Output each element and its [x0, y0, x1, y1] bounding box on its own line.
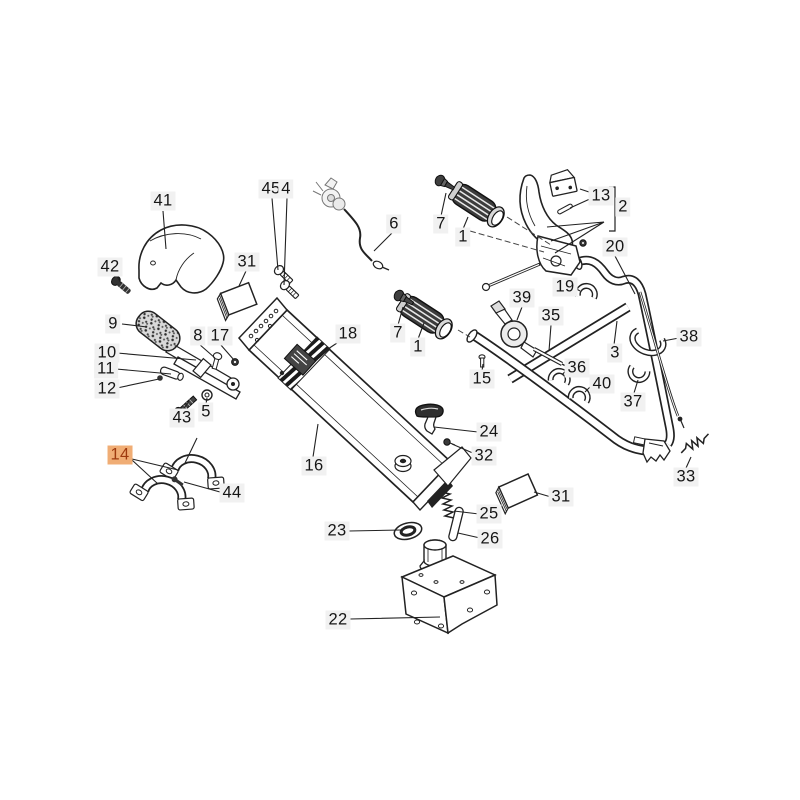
part-label-8[interactable]: 8: [190, 326, 206, 346]
part-label-26[interactable]: 26: [477, 529, 503, 549]
part-label-20[interactable]: 20: [602, 237, 628, 257]
part-label-42[interactable]: 42: [97, 257, 123, 277]
part-41-cover: [138, 224, 225, 294]
part-handlebar-left-leg: [466, 329, 651, 456]
part-label-7b[interactable]: 7: [390, 323, 406, 343]
part-label-33[interactable]: 33: [673, 467, 699, 487]
part-label-22[interactable]: 22: [325, 610, 351, 630]
part-label-4[interactable]: 4: [278, 179, 294, 199]
part-label-37[interactable]: 37: [620, 392, 646, 412]
part-label-23[interactable]: 23: [324, 521, 350, 541]
part-label-38[interactable]: 38: [676, 327, 702, 347]
part-label-17[interactable]: 17: [207, 326, 233, 346]
part-label-31b[interactable]: 31: [548, 487, 574, 507]
part-38-clamp-ring: [629, 327, 667, 357]
part-label-3[interactable]: 3: [607, 343, 623, 363]
part-label-6[interactable]: 6: [386, 214, 402, 234]
part-25-spring: [439, 491, 456, 519]
part-8-bolt: [211, 352, 223, 370]
part-13-switch-kit: [549, 168, 578, 215]
part-33-spring: [680, 433, 710, 454]
part-label-16[interactable]: 16: [301, 456, 327, 476]
part-throttle-cable: [638, 291, 685, 429]
part-44-screw: [171, 476, 184, 487]
part-31-pad-lower: [495, 473, 539, 516]
part-handlebar-end-serrated: [642, 438, 671, 464]
part-label-11[interactable]: 11: [94, 359, 118, 379]
part-label-39[interactable]: 39: [509, 288, 535, 308]
part-5-nut: [201, 389, 213, 401]
part-label-2[interactable]: 2: [615, 197, 631, 217]
part-22-support-bracket: [400, 539, 498, 635]
part-2-lever-assembly: [519, 174, 587, 276]
part-label-24[interactable]: 24: [476, 422, 502, 442]
part-label-36[interactable]: 36: [564, 358, 590, 378]
part-11-pin: [159, 366, 184, 381]
part-17-nut: [231, 358, 239, 366]
part-3-crossbar-tube: [507, 302, 631, 384]
part-label-12[interactable]: 12: [94, 379, 120, 399]
part-9-grip-knurled: [135, 310, 181, 352]
part-label-9[interactable]: 9: [105, 314, 121, 334]
part-16-handle-beam: [237, 296, 472, 512]
part-24-t-knob: [414, 403, 444, 435]
part-label-32[interactable]: 32: [471, 446, 497, 466]
part-label-13[interactable]: 13: [588, 186, 614, 206]
part-label-1a[interactable]: 1: [455, 227, 471, 247]
part-31-pad-upper: [216, 281, 258, 322]
part-label-1b[interactable]: 1: [410, 337, 426, 357]
part-label-31a[interactable]: 31: [234, 252, 260, 272]
part-6-cable-switch: [312, 177, 390, 271]
part-lever-bolt: [481, 262, 541, 292]
part-42-screw: [111, 275, 131, 294]
part-label-41[interactable]: 41: [150, 191, 176, 211]
part-label-45[interactable]: 45: [258, 179, 284, 199]
part-23-washer: [393, 521, 423, 541]
part-label-25[interactable]: 25: [476, 504, 502, 524]
part-26-pin: [448, 506, 464, 542]
assembly-axis-lines: [457, 216, 552, 338]
part-label-44[interactable]: 44: [219, 483, 245, 503]
part-label-18[interactable]: 18: [335, 324, 361, 344]
part-label-15[interactable]: 15: [469, 369, 495, 389]
part-label-19[interactable]: 19: [552, 277, 578, 297]
part-label-40[interactable]: 40: [589, 374, 615, 394]
part-label-35[interactable]: 35: [538, 306, 564, 326]
part-label-7a[interactable]: 7: [433, 214, 449, 234]
part-39-throttle-control: [490, 300, 538, 358]
part-label-43[interactable]: 43: [169, 408, 195, 428]
part-label-10[interactable]: 10: [94, 343, 120, 363]
part-label-14[interactable]: 14: [107, 445, 133, 465]
part-label-5[interactable]: 5: [198, 402, 214, 422]
